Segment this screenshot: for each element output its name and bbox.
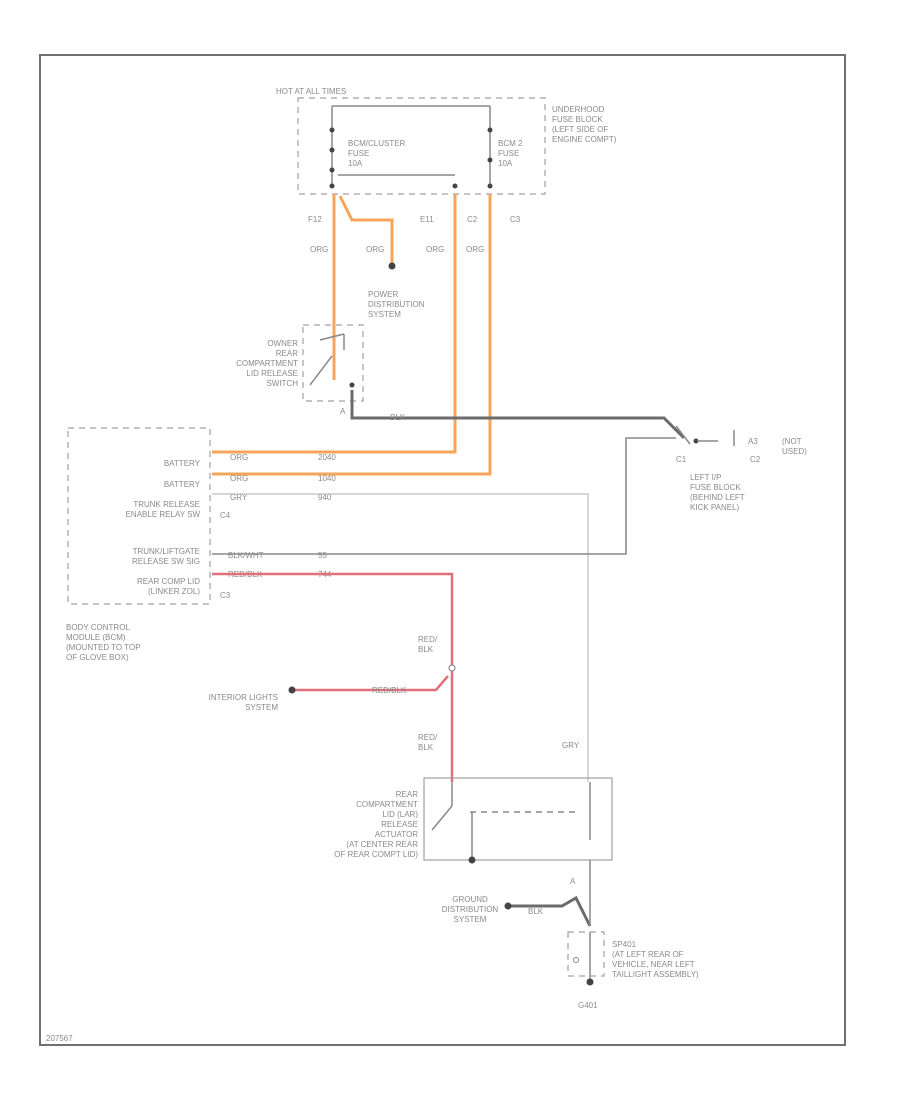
- wire-blk-label-2: BLK: [528, 907, 544, 916]
- conn-a3: A3: [748, 437, 758, 446]
- battery-1: BATTERY: [164, 459, 201, 468]
- pin-a-2: A: [570, 877, 576, 886]
- red-blk-wire-label: RED/BLK: [372, 686, 407, 695]
- circ-row-1: 2040: [318, 453, 336, 462]
- black-wire: BLK: [350, 390, 686, 440]
- rear-comp-lid: REAR COMP LID(LINKER ZOL): [137, 577, 200, 596]
- red-blk-label-2: RED/BLK: [418, 733, 438, 752]
- figure-id: 207567: [46, 1034, 73, 1043]
- pin-row-3: GRY: [230, 493, 248, 502]
- conn-c3b: C3: [220, 591, 231, 600]
- conn-f12: F12: [308, 215, 322, 224]
- conn-c2b: C2: [750, 455, 761, 464]
- wire-org-4: ORG: [466, 245, 484, 254]
- red-blk-label-1: RED/BLK: [418, 635, 438, 654]
- hot-at-all-times-label: HOT AT ALL TIMES: [276, 87, 346, 96]
- circ-row-2: 1040: [318, 474, 336, 483]
- conn-c4: C4: [220, 511, 231, 520]
- diagram-border: [39, 54, 846, 1046]
- battery-2: BATTERY: [164, 480, 201, 489]
- pin-row-2: ORG: [230, 474, 248, 483]
- wire-org-2: ORG: [366, 245, 384, 254]
- black-white-wire: [212, 437, 676, 555]
- wire-org-3: ORG: [426, 245, 444, 254]
- pin-row-1: ORG: [230, 453, 248, 462]
- gray-wire: [212, 493, 589, 782]
- conn-c1: C1: [676, 455, 687, 464]
- ground-id: G401: [578, 1001, 598, 1010]
- wire-org-1: ORG: [310, 245, 328, 254]
- orange-wires: ORG ORG ORG ORG: [212, 194, 492, 476]
- gry-label: GRY: [562, 741, 580, 750]
- conn-c2a: C2: [467, 215, 478, 224]
- pin-a: A: [340, 407, 346, 416]
- circ-row-4: 55: [318, 551, 327, 560]
- conn-e11: E11: [420, 215, 434, 224]
- conn-c3: C3: [510, 215, 521, 224]
- wire-blk-label: BLK: [390, 413, 406, 422]
- circ-row-3: 940: [318, 493, 332, 502]
- pin-row-4: BLK/WHT: [228, 551, 264, 560]
